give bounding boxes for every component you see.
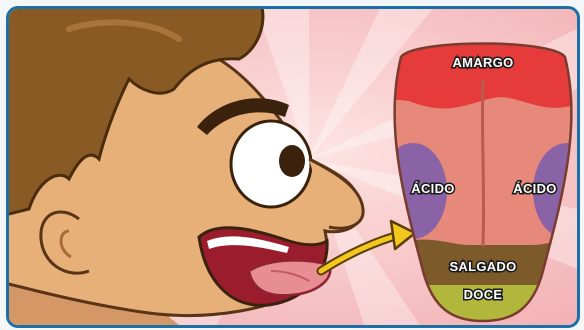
label-acido-right: ÁCIDO [513,181,556,196]
tongue-groove [482,81,483,245]
label-acido-left: ÁCIDO [411,181,454,196]
pupil [279,145,305,177]
label-amargo: AMARGO [452,55,513,70]
taste-map-illustration: AMARGO ÁCIDO ÁCIDO SALGADO DOCE [9,9,577,325]
illustration-frame: AMARGO ÁCIDO ÁCIDO SALGADO DOCE [6,6,580,328]
label-doce: DOCE [464,287,503,302]
label-salgado: SALGADO [449,259,516,274]
